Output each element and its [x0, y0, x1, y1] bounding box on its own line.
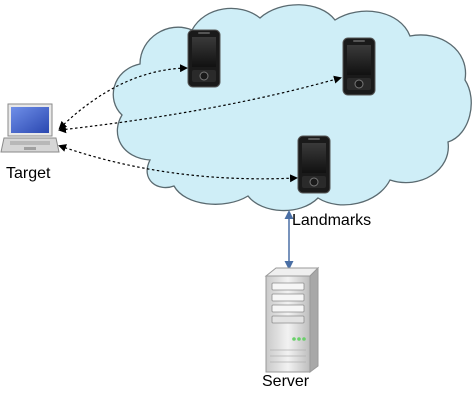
server-label: Server [262, 373, 310, 390]
server-tower-icon [264, 266, 320, 373]
link-target-phone-2 [58, 75, 342, 134]
target-landmark-links [58, 64, 342, 183]
smartphone-icon [342, 37, 376, 96]
smartphone-icon [297, 135, 331, 194]
laptop-icon [0, 103, 60, 153]
target-label: Target [6, 165, 51, 182]
link-target-phone-3 [58, 144, 298, 183]
landmark-cloud [112, 4, 472, 212]
smartphone-icon [187, 29, 221, 88]
landmarks-label: Landmarks [292, 212, 372, 229]
